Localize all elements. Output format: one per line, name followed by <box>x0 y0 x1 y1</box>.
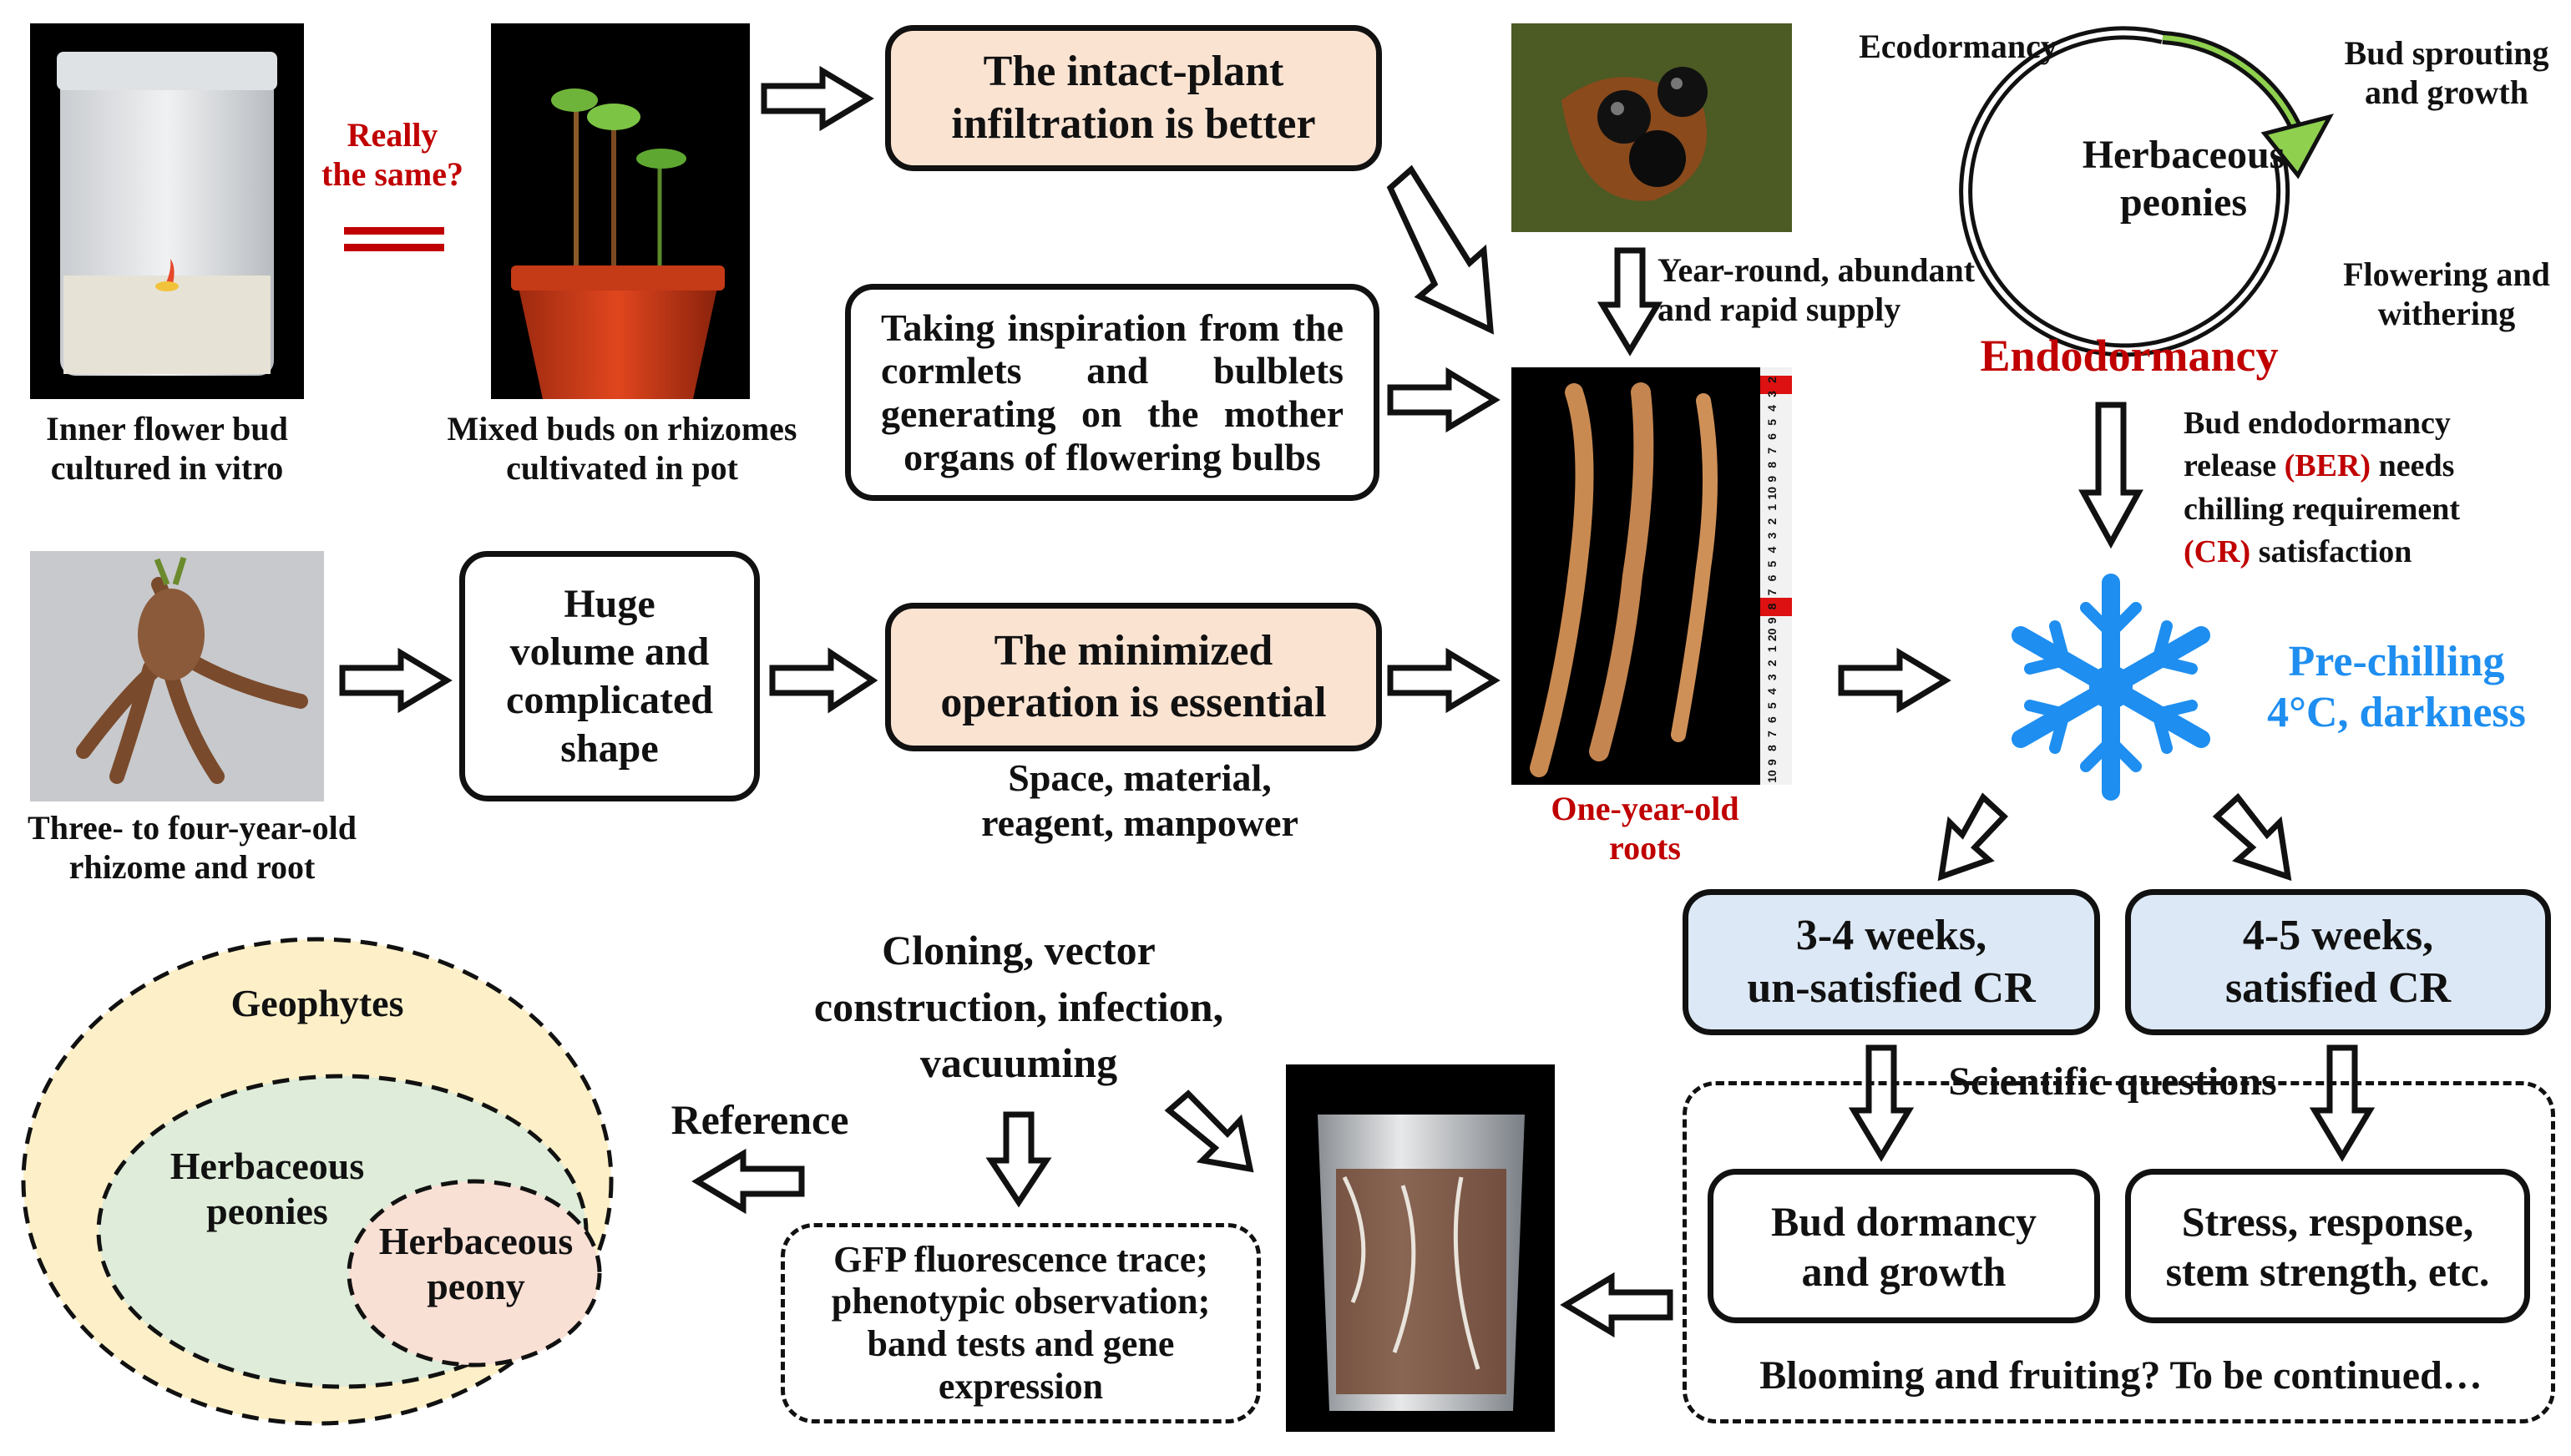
arrow-minimized-to-roots <box>1387 647 1501 714</box>
label-herbaceous-peonies-cycle: Herbaceous peonies <box>2082 133 2285 225</box>
ruler-tick-label: 8 <box>1765 603 1779 609</box>
arrow-snow-to-45 <box>2212 792 2292 882</box>
arrow-to-ellipses <box>691 1148 805 1215</box>
photo-roots-ruler <box>1511 367 1792 785</box>
label-cloning: Cloning, vector construction, infection,… <box>813 927 1224 1086</box>
equals-sign-icon <box>344 227 444 251</box>
box-bud-dormancy: Bud dormancy and growth <box>1708 1169 2100 1323</box>
ruler-tick-label: 10 <box>1765 487 1779 500</box>
label-rhizome: Three- to four-year-old rhizome and root <box>28 809 357 887</box>
box-cormlets: Taking inspiration from the cormlets and… <box>845 284 1379 501</box>
label-space-material: Space, material, reagent, manpower <box>981 756 1298 845</box>
ruler-tick-label: 10 <box>1765 770 1779 783</box>
ruler-tick-labels: 2 3 4 5 6 7 8 9 10 1 2 3 4 5 6 7 8 9 20 1 2 3 4 5 6 7 8 9 10 <box>1765 377 1779 783</box>
label-inner-bud: Inner flower bud cultured in vitro <box>46 410 288 488</box>
ruler-tick-label: 6 <box>1765 716 1779 723</box>
ruler-tick-label: 9 <box>1765 617 1779 624</box>
ber-text-3: satisfaction <box>2250 533 2412 569</box>
box-huge-volume: Huge volume and complicated shape <box>459 551 760 801</box>
ruler-tick-label: 3 <box>1765 391 1779 397</box>
ruler-tick-label: 4 <box>1765 688 1779 695</box>
ruler-tick-label: 2 <box>1765 377 1779 383</box>
label-herbaceous-peonies-nested: Herbaceous peonies <box>170 1145 365 1233</box>
cycle-arrow-icon <box>1959 26 2334 357</box>
label-geophytes: Geophytes <box>230 982 404 1024</box>
label-ber-description: Bud endodormancy release (BER) needs chi… <box>2184 402 2568 574</box>
nested-ellipses <box>21 937 614 1426</box>
box-3-4-weeks: 3-4 weeks, un-satisfied CR <box>1683 889 2100 1035</box>
arrow-cloning-to-beaker <box>1164 1089 1254 1173</box>
ruler-tick-label: 2 <box>1765 518 1779 525</box>
ruler-tick-label: 7 <box>1765 589 1779 595</box>
arrow-45-down <box>2309 1044 2376 1162</box>
box-minimized: The minimized operation is essential <box>885 603 1382 751</box>
arrow-seeds-to-roots <box>1597 247 1663 356</box>
box-stress: Stress, response, stem strength, etc. <box>2125 1169 2530 1323</box>
box-4-5-weeks: 4-5 weeks, satisfied CR <box>2125 889 2551 1035</box>
arrow-to-intact-plant <box>761 65 874 132</box>
box-gfp: GFP fluorescence trace; phenotypic obser… <box>781 1223 1261 1423</box>
label-one-year-roots: One-year-old roots <box>1551 790 1739 867</box>
label-ecodormancy: Ecodormancy <box>1859 28 2057 65</box>
box-intact-plant: The intact-plant infiltration is better <box>885 25 1382 171</box>
ruler-tick-label: 5 <box>1765 419 1779 426</box>
ruler-tick-label: 20 <box>1765 628 1779 641</box>
arrow-to-huge-volume <box>339 647 453 714</box>
label-prechilling: Pre-chilling 4°C, darkness <box>2267 638 2526 737</box>
label-mixed-buds: Mixed buds on rhizomes cultivated in pot <box>447 410 797 488</box>
label-endodormancy: Endodormancy <box>1980 331 2279 381</box>
arrow-snow-to-34 <box>1937 792 2008 882</box>
photo-jar-culture <box>30 23 304 399</box>
ruler-tick-label: 4 <box>1765 405 1779 412</box>
ruler-tick-label: 9 <box>1765 476 1779 483</box>
photo-rhizome <box>30 551 324 801</box>
arrows <box>339 65 2376 1338</box>
ruler-tick-label: 1 <box>1765 504 1779 511</box>
ruler-tick-label: 4 <box>1765 546 1779 553</box>
ruler-tick-label: 8 <box>1765 462 1779 468</box>
label-flowering: Flowering and withering <box>2343 255 2550 333</box>
photo-potted-seedlings <box>491 23 750 399</box>
label-bud-sprouting: Bud sprouting and growth <box>2344 34 2549 112</box>
scientific-questions-container <box>1683 1081 2555 1423</box>
ruler-tick-label: 2 <box>1765 660 1779 666</box>
label-herbaceous-peony: Herbaceous peony <box>378 1220 574 1308</box>
label-year-round: Year-round, abundant and rapid supply <box>1657 251 1976 329</box>
ruler-tick-label: 5 <box>1765 560 1779 567</box>
arrow-roots-to-snowflake <box>1838 647 1951 714</box>
ruler-tick-label: 3 <box>1765 533 1779 539</box>
arrow-cormlets-to-roots <box>1387 367 1501 433</box>
arrow-intact-to-roots <box>1386 164 1494 335</box>
cr-abbr: (CR) <box>2184 533 2251 569</box>
label-blooming: Blooming and fruiting? To be continued… <box>1759 1353 2482 1398</box>
arrow-to-minimized <box>769 647 878 714</box>
ber-text-1: Bud endodormancy release <box>2184 406 2451 484</box>
arrow-questions-to-beaker <box>1560 1271 1673 1338</box>
ruler-tick-label: 9 <box>1765 759 1779 766</box>
snowflake-icon <box>2012 574 2210 801</box>
arrow-cloning-down <box>985 1111 1052 1208</box>
label-reference: Reference <box>671 1096 849 1143</box>
ruler-tick-label: 6 <box>1765 433 1779 440</box>
ber-text-2: needs chilling requirement <box>2184 448 2461 527</box>
ruler-tick-label: 7 <box>1765 731 1779 737</box>
ruler-tick-label: 6 <box>1765 574 1779 581</box>
ruler-tick-label: 7 <box>1765 447 1779 454</box>
arrow-34-down <box>1848 1044 1915 1162</box>
photo-beaker <box>1286 1064 1555 1432</box>
ruler-tick-label: 3 <box>1765 674 1779 680</box>
arrow-endodormancy-down <box>2078 402 2143 549</box>
ber-abbr: (BER) <box>2284 448 2371 484</box>
photo-seeds <box>1511 23 1792 232</box>
label-really-same: Really the same? <box>321 116 463 194</box>
ruler-tick-label: 8 <box>1765 745 1779 751</box>
ruler-tick-label: 1 <box>1765 645 1779 652</box>
ruler-tick-label: 5 <box>1765 702 1779 709</box>
